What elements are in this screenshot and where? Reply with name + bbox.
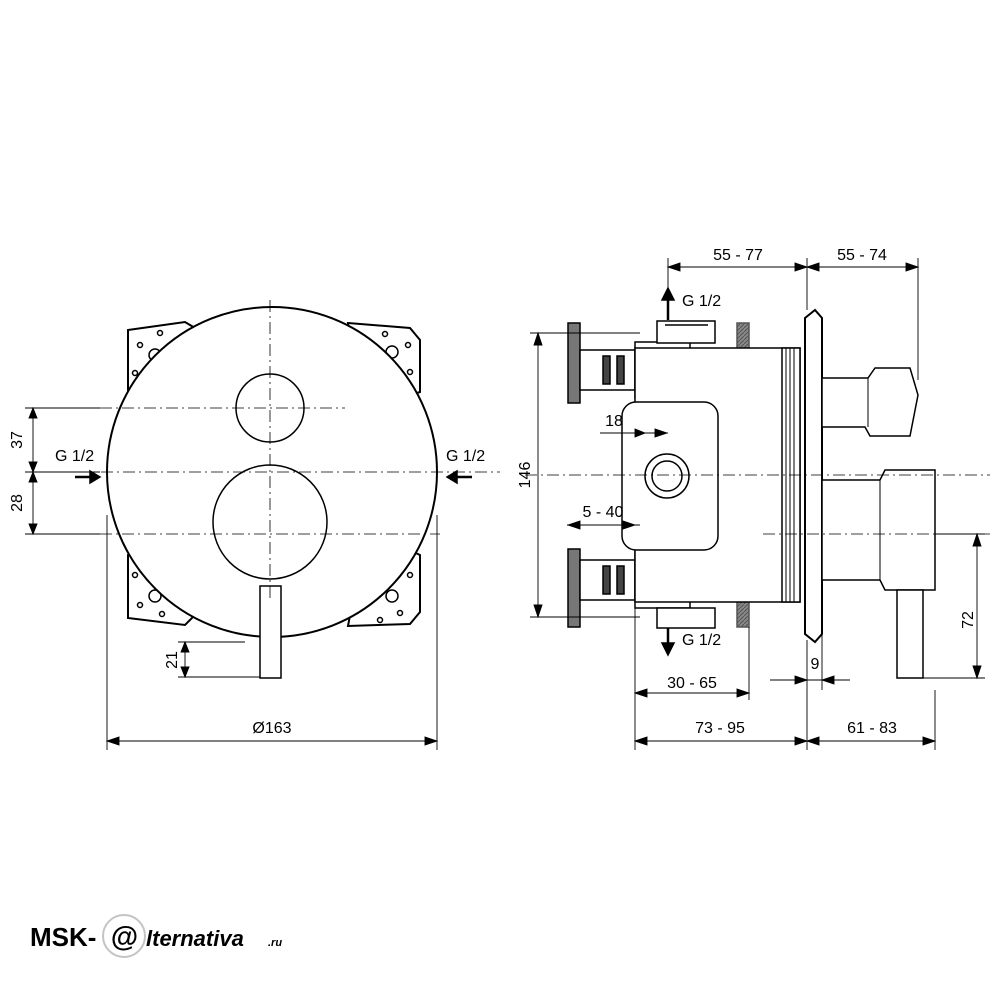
- central-port-inner: [651, 460, 683, 492]
- dim-37-label: 37: [9, 431, 26, 449]
- outlet-top-label: G 1/2: [682, 293, 721, 310]
- inlet-arrow-left: [75, 469, 102, 485]
- dim-146-label: 146: [517, 462, 534, 489]
- dim-72-label: 72: [960, 611, 977, 629]
- dim-diameter-label: Ø163: [252, 720, 291, 737]
- svg-text:@: @: [110, 921, 137, 952]
- dimension-21: [178, 640, 260, 679]
- flange-bottom-left: [567, 548, 581, 628]
- dimension-bottom: [633, 690, 937, 750]
- dim-61-83-label: 61 - 83: [847, 720, 897, 737]
- dimension-30-65: [633, 605, 751, 750]
- dimension-diameter: [105, 515, 439, 750]
- dim-30-65-label: 30 - 65: [667, 675, 717, 692]
- svg-text:.ru: .ru: [268, 937, 282, 949]
- dim-28-label: 28: [9, 494, 26, 512]
- dimension-18: [600, 428, 669, 438]
- inlet-right-label: G 1/2: [446, 448, 485, 465]
- dimension-top: [666, 258, 920, 380]
- inlet-arrow-right: [445, 469, 472, 485]
- svg-text:lternativa: lternativa: [146, 926, 244, 951]
- dimension-146: [530, 331, 640, 619]
- side-view: [525, 258, 990, 750]
- dimension-5-40: [566, 520, 640, 530]
- lever-handle-side: [896, 589, 924, 679]
- lever-hub-side: [821, 469, 936, 591]
- dim-73-95-label: 73 - 95: [695, 720, 745, 737]
- outlet-bottom-label: G 1/2: [682, 632, 721, 649]
- watermark-logo: MSK- @ lternativa .ru: [30, 914, 282, 958]
- lever-handle: [259, 585, 282, 679]
- flange-top-left: [567, 322, 581, 404]
- dimension-37-28: [25, 406, 100, 536]
- centre-lines: [35, 300, 500, 600]
- inlet-left-label: G 1/2: [55, 448, 94, 465]
- front-view: [25, 300, 500, 750]
- dim-55-77-label: 55 - 77: [713, 247, 763, 264]
- cover-plate-side: [804, 308, 823, 644]
- outlet-arrow-bottom: [660, 628, 676, 657]
- port-housing: [621, 401, 719, 551]
- central-port-outer: [644, 453, 690, 499]
- dim-9-label: 9: [811, 656, 820, 673]
- outlet-arrow-top: [660, 286, 676, 320]
- diverter-knob-side: [821, 367, 919, 437]
- dim-5-40-label: 5 - 40: [583, 504, 624, 521]
- dimension-72: [923, 532, 985, 680]
- svg-text:MSK-: MSK-: [30, 922, 96, 952]
- dim-21-label: 21: [164, 651, 181, 669]
- dimension-9: [770, 634, 850, 750]
- dim-18-label: 18: [605, 413, 623, 430]
- dim-55-74-label: 55 - 74: [837, 247, 887, 264]
